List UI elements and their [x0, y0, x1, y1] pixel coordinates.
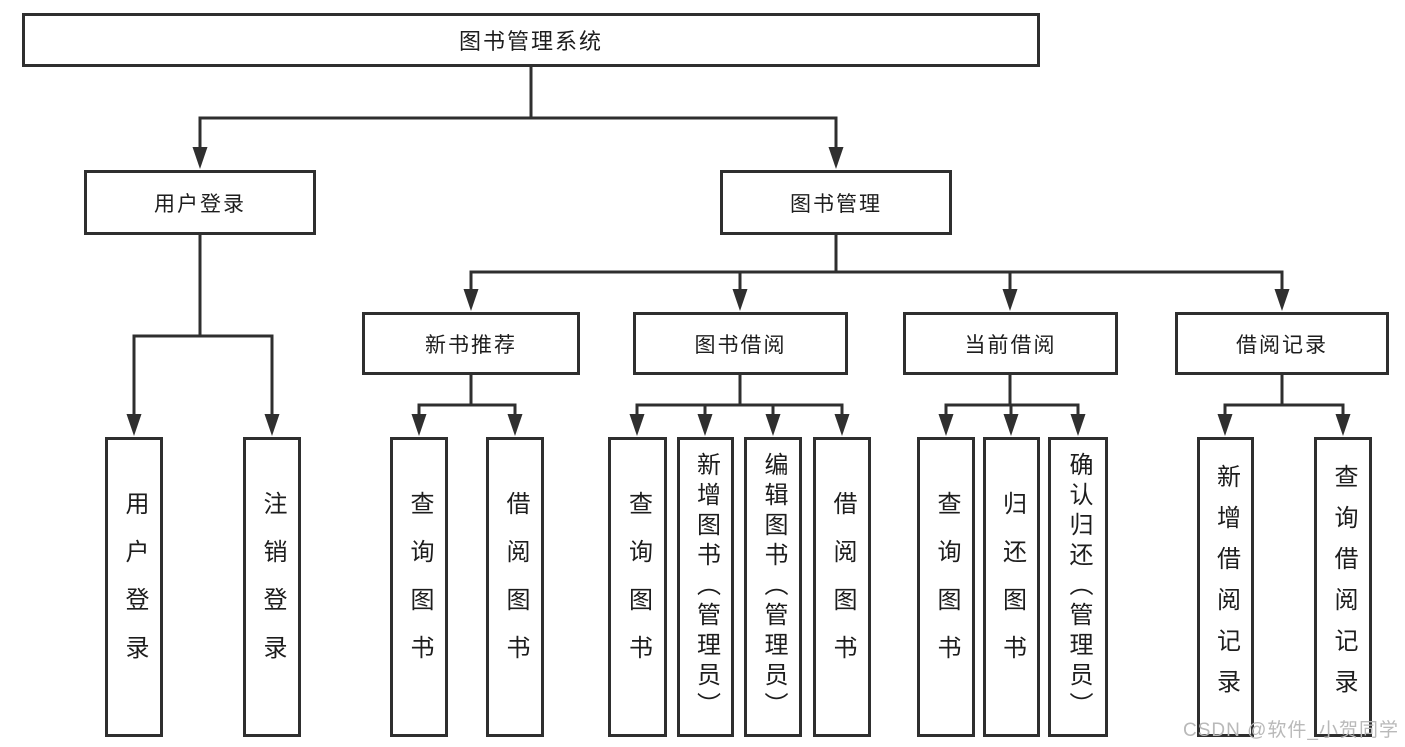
node-logout-label: 注销登录 [259, 491, 286, 683]
edge-user-login-to-leaves [126, 235, 280, 436]
node-user-login-leaf-label: 用户登录 [121, 491, 148, 683]
node-borrow-query-books-label: 查询图书 [624, 491, 652, 683]
node-confirm-return-admin: 确认归还（管理员） [1048, 437, 1108, 737]
node-add-books-admin: 新增图书（管理员） [677, 437, 734, 737]
edge-borrow-records-to-leaves [1217, 375, 1351, 436]
node-book-management: 图书管理 [720, 170, 952, 235]
node-book-management-label: 图书管理 [790, 192, 882, 216]
node-edit-books-admin-label: 编辑图书（管理员） [760, 452, 787, 722]
node-user-login-leaf: 用户登录 [105, 437, 163, 737]
edge-book-management-to-level3 [463, 235, 1290, 311]
node-recommend-borrow-books: 借阅图书 [486, 437, 544, 737]
node-borrow-records-label: 借阅记录 [1236, 333, 1328, 357]
node-user-login-label: 用户登录 [154, 192, 246, 216]
node-book-borrow: 图书借阅 [633, 312, 848, 375]
node-add-borrow-record-label: 新增借阅记录 [1212, 464, 1240, 710]
node-query-borrow-record-label: 查询借阅记录 [1330, 464, 1357, 710]
node-return-books: 归还图书 [983, 437, 1040, 737]
node-recommend-borrow-books-label: 借阅图书 [502, 491, 529, 683]
node-book-borrow-label: 图书借阅 [694, 333, 787, 357]
node-borrow-query-books: 查询图书 [608, 437, 667, 737]
node-root-label: 图书管理系统 [458, 29, 603, 54]
edge-current-borrow-to-leaves [938, 375, 1086, 436]
node-borrow-borrow-books-label: 借阅图书 [829, 491, 856, 683]
node-add-borrow-record: 新增借阅记录 [1197, 437, 1254, 737]
node-logout: 注销登录 [243, 437, 301, 737]
node-current-query-books-label: 查询图书 [933, 491, 960, 683]
node-confirm-return-admin-label: 确认归还（管理员） [1065, 452, 1092, 722]
node-borrow-borrow-books: 借阅图书 [813, 437, 871, 737]
edge-book-borrow-to-leaves [629, 375, 850, 436]
node-return-books-label: 归还图书 [998, 491, 1026, 683]
edge-root-to-level2 [192, 67, 844, 169]
node-borrow-records: 借阅记录 [1175, 312, 1389, 375]
csdn-watermark: CSDN @软件_小贺同学 [1183, 720, 1399, 741]
node-current-borrow-label: 当前借阅 [964, 333, 1057, 357]
node-current-borrow: 当前借阅 [903, 312, 1118, 375]
node-current-query-books: 查询图书 [917, 437, 975, 737]
node-recommend-query-books: 查询图书 [390, 437, 448, 737]
node-root: 图书管理系统 [22, 13, 1040, 67]
node-edit-books-admin: 编辑图书（管理员） [744, 437, 802, 737]
node-new-book-recommend: 新书推荐 [362, 312, 580, 375]
node-new-book-recommend-label: 新书推荐 [425, 333, 517, 357]
node-recommend-query-books-label: 查询图书 [406, 491, 433, 683]
node-user-login: 用户登录 [84, 170, 316, 235]
edge-new-book-recommend-to-leaves [411, 375, 523, 436]
node-add-books-admin-label: 新增图书（管理员） [692, 452, 720, 722]
node-query-borrow-record: 查询借阅记录 [1314, 437, 1372, 737]
